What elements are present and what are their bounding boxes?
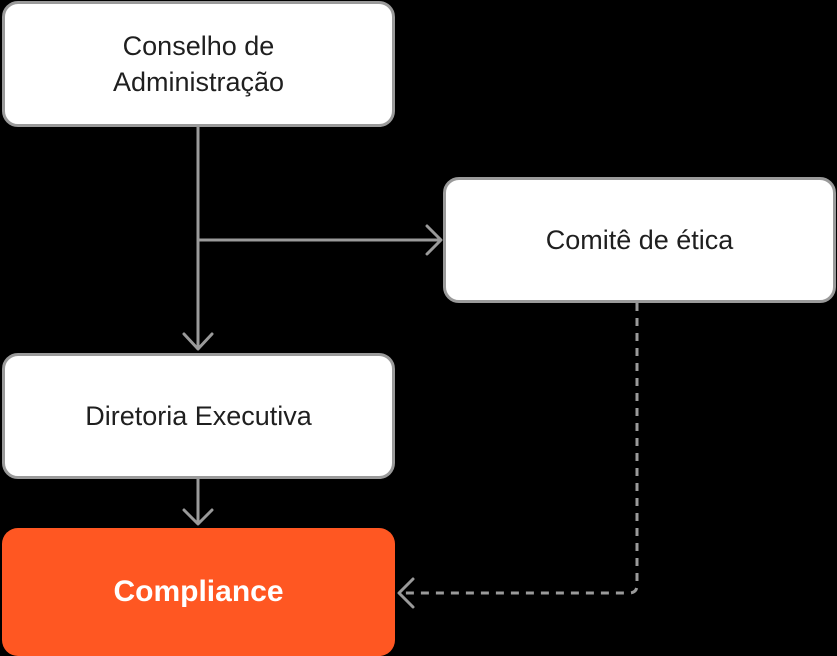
node-conselho-de-administracao: Conselho de Administração	[2, 1, 395, 127]
arrowhead-comite	[425, 224, 443, 256]
node-comite-label: Comitê de ética	[545, 225, 734, 255]
arrowhead-diretoria	[182, 332, 214, 351]
node-compliance-label: Compliance	[113, 575, 284, 608]
node-conselho-label: Conselho de Administração	[113, 28, 284, 100]
arrowhead-compliance-side	[397, 577, 415, 609]
node-diretoria-label: Diretoria Executiva	[85, 401, 312, 431]
node-conselho-label-line2: Administração	[112, 67, 285, 97]
node-compliance: Compliance	[2, 528, 395, 656]
node-diretoria-executiva: Diretoria Executiva	[2, 353, 395, 479]
node-comite-de-etica: Comitê de ética	[443, 177, 836, 303]
node-conselho-label-line1: Conselho de	[122, 31, 275, 61]
arrowhead-compliance-top	[182, 508, 214, 526]
connector-comite-compliance-dashed	[400, 303, 639, 595]
